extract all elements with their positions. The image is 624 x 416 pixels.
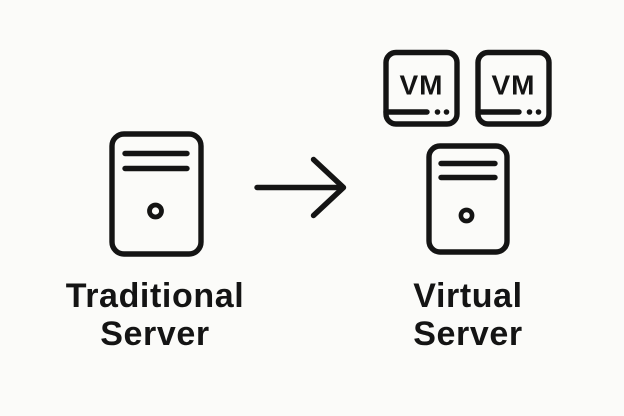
vm-dot <box>434 109 441 115</box>
vm-dot <box>443 109 450 115</box>
server-power-button <box>458 207 475 224</box>
traditional-server-label: Traditional Server <box>35 277 275 353</box>
label-line: Virtual <box>413 277 523 315</box>
vm-box-icon: VM <box>383 49 460 127</box>
vm-dot <box>526 109 533 115</box>
label-line: Server <box>100 315 210 353</box>
vm-box-border <box>383 49 460 127</box>
vm-label: VM <box>492 70 536 101</box>
label-line: Traditional <box>65 277 245 315</box>
vm-box-border <box>475 49 552 127</box>
arrow-head <box>310 156 347 219</box>
vm-label: VM <box>400 70 444 101</box>
server-tower-icon <box>109 131 204 257</box>
server-tower-icon <box>426 143 510 255</box>
server-body <box>109 131 204 257</box>
server-body <box>426 143 510 255</box>
virtual-server-label: Virtual Server <box>348 277 588 353</box>
vm-box-icon: VM <box>475 49 552 127</box>
arrow-right-icon <box>254 156 347 219</box>
label-line: Server <box>413 315 523 353</box>
vm-dot <box>535 109 542 115</box>
server-power-button <box>147 202 164 220</box>
